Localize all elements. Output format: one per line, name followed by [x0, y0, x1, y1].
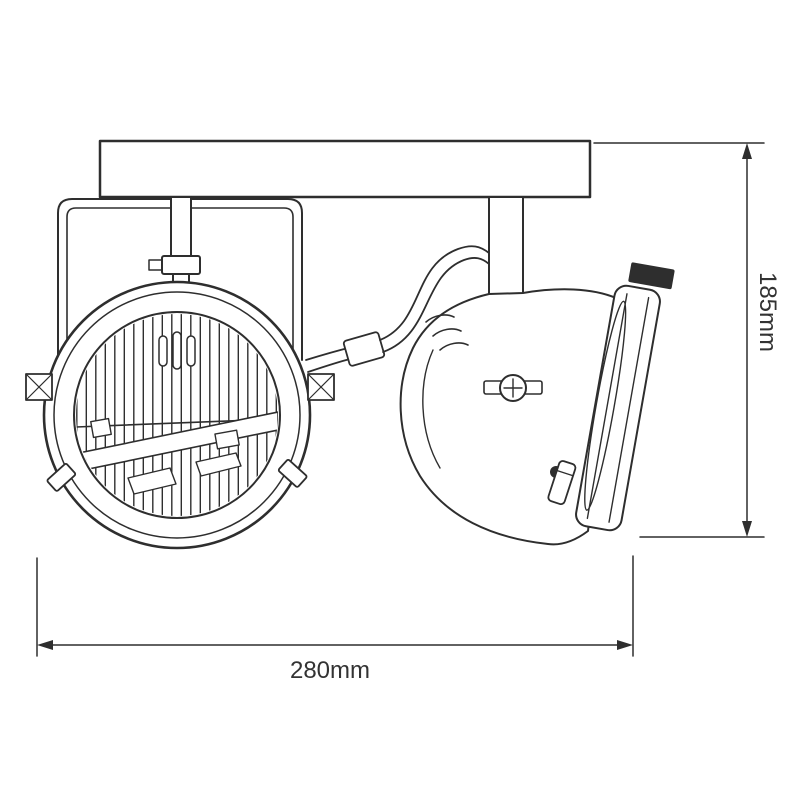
arrowhead-up	[742, 143, 752, 159]
height-dimension-label: 185mm	[754, 272, 781, 352]
lens-ring	[575, 262, 675, 532]
adjust-knob	[547, 460, 577, 506]
ring-outline	[575, 284, 661, 532]
right-stem	[488, 196, 524, 295]
side-clip-left	[25, 373, 53, 401]
cable-connector	[342, 331, 386, 367]
collar-screw	[148, 259, 164, 271]
arrowhead-left	[37, 640, 53, 650]
left-stem	[170, 196, 192, 260]
pivot-screw	[483, 374, 543, 402]
width-dimension-label: 280mm	[290, 657, 370, 684]
lens-face	[584, 300, 627, 511]
lamp-inner-rim	[53, 291, 301, 539]
height-dimension: 185mm	[593, 142, 781, 538]
lamp-body-inner-line	[422, 349, 441, 469]
ring-clip	[628, 262, 675, 290]
right-spotlight	[399, 196, 675, 546]
width-dimension: 280mm	[36, 555, 634, 684]
stem-collar	[161, 255, 201, 275]
side-clip-right	[307, 373, 335, 401]
arrowhead-right	[617, 640, 633, 650]
side-clip-lower-right	[277, 459, 308, 488]
left-spotlight	[25, 196, 335, 550]
lens-details	[76, 331, 278, 495]
vent-slots	[425, 314, 469, 351]
lens-edge	[73, 311, 281, 519]
arrowhead-down	[742, 521, 752, 537]
power-cable	[305, 245, 490, 373]
ceiling-plate	[98, 139, 592, 199]
side-clip-lower-left	[46, 463, 77, 492]
